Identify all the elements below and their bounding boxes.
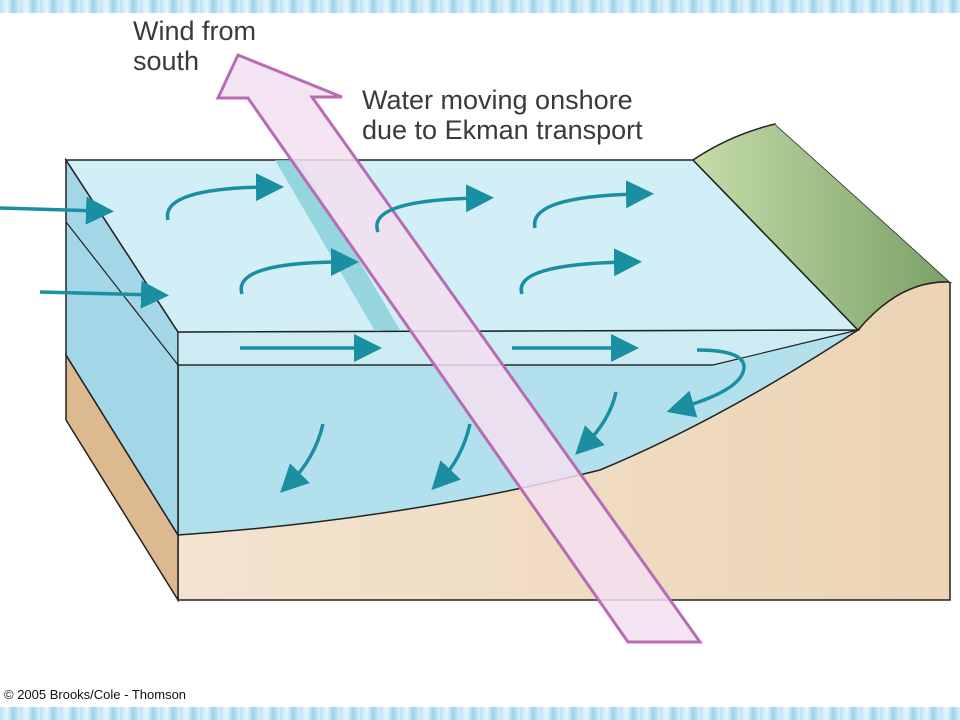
surface-arrow-2 (375, 184, 494, 233)
surface-arrow-5 (519, 248, 642, 295)
subsurface-currents (240, 334, 746, 493)
surface-arrow-1 (165, 173, 284, 221)
downwelling-arrow-1 (666, 348, 746, 418)
wind-arrow (215, 53, 703, 644)
wind-label: Wind from south (133, 16, 333, 76)
decorative-bottom-band (0, 707, 960, 720)
water-label: Water moving onshore due to Ekman transp… (362, 85, 722, 145)
downwelling-arrow-4 (431, 423, 472, 491)
copyright-notice: © 2005 Brooks/Cole - Thomson (4, 687, 187, 702)
offshore-arrow-2 (39, 280, 169, 309)
surface-currents (165, 173, 654, 295)
downwelling-arrow-3 (280, 423, 325, 493)
water-label-line-2: due to Ekman transport (362, 114, 643, 145)
offshore-arrow-1 (0, 196, 114, 225)
water-label-line-1: Water moving onshore (362, 85, 633, 115)
wind-label-line-2: south (133, 45, 200, 76)
decorative-top-band (0, 0, 960, 13)
downwelling-arrow-2 (575, 391, 618, 455)
surface-arrow-4 (239, 248, 359, 295)
wind-shadow (275, 160, 400, 331)
land-top (775, 124, 960, 282)
wind-label-line-1: Wind from (133, 16, 257, 46)
surface-arrow-3 (532, 180, 654, 229)
